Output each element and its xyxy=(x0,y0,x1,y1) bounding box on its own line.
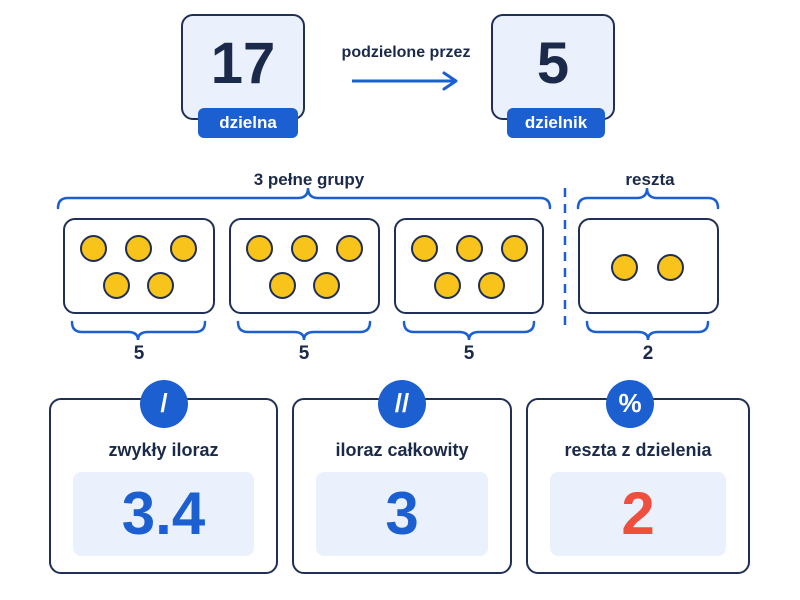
slash-operator-icon: / xyxy=(140,380,188,428)
result-box: 2 xyxy=(550,472,726,556)
group-2-count: 5 xyxy=(298,343,310,364)
operator-text: podzielone przez xyxy=(341,44,471,61)
dividend-box: 17 xyxy=(181,14,305,120)
dot xyxy=(269,272,296,299)
group-1-brace xyxy=(70,320,207,341)
dot xyxy=(291,235,318,262)
remainder-count: 2 xyxy=(642,343,654,364)
dot xyxy=(501,235,528,262)
arrow-right-icon xyxy=(352,71,458,91)
dot xyxy=(147,272,174,299)
dividend-value: 17 xyxy=(210,31,276,96)
dot xyxy=(103,272,130,299)
dot xyxy=(657,254,684,281)
dot xyxy=(411,235,438,262)
remainder-box xyxy=(578,218,719,314)
group-1-count: 5 xyxy=(133,343,145,364)
dot xyxy=(170,235,197,262)
group-2-brace xyxy=(236,320,372,341)
full-groups-label: 3 pełne grupy xyxy=(253,170,365,189)
card-title: reszta z dzielenia xyxy=(564,440,712,460)
group-3-brace xyxy=(402,320,536,341)
dot xyxy=(125,235,152,262)
remainder-label: reszta xyxy=(625,170,675,189)
card-title: iloraz całkowity xyxy=(335,440,469,460)
group-box-2 xyxy=(229,218,380,314)
dividend-label: dzielna xyxy=(198,108,298,138)
remainder-bottom-brace xyxy=(585,320,710,341)
percent-operator-icon: % xyxy=(606,380,654,428)
group-3-count: 5 xyxy=(463,343,475,364)
full-groups-brace xyxy=(56,187,552,210)
group-box-3 xyxy=(394,218,544,314)
group-box-1 xyxy=(63,218,215,314)
dot xyxy=(246,235,273,262)
divisor-box: 5 xyxy=(491,14,615,120)
result-value: 3.4 xyxy=(121,480,206,547)
double-slash-operator-icon: // xyxy=(378,380,426,428)
result-value: 2 xyxy=(621,480,655,547)
dot xyxy=(478,272,505,299)
dot xyxy=(611,254,638,281)
dot xyxy=(456,235,483,262)
remainder-brace xyxy=(576,187,720,210)
result-value: 3 xyxy=(385,480,419,547)
dot xyxy=(434,272,461,299)
card-title: zwykły iloraz xyxy=(108,440,219,460)
divisor-value: 5 xyxy=(536,31,570,96)
card-modulo: reszta z dzielenia 2 xyxy=(526,398,750,574)
result-box: 3.4 xyxy=(73,472,254,556)
result-box: 3 xyxy=(316,472,488,556)
dot xyxy=(313,272,340,299)
dot xyxy=(80,235,107,262)
dot xyxy=(336,235,363,262)
divisor-label: dzielnik xyxy=(507,108,605,138)
